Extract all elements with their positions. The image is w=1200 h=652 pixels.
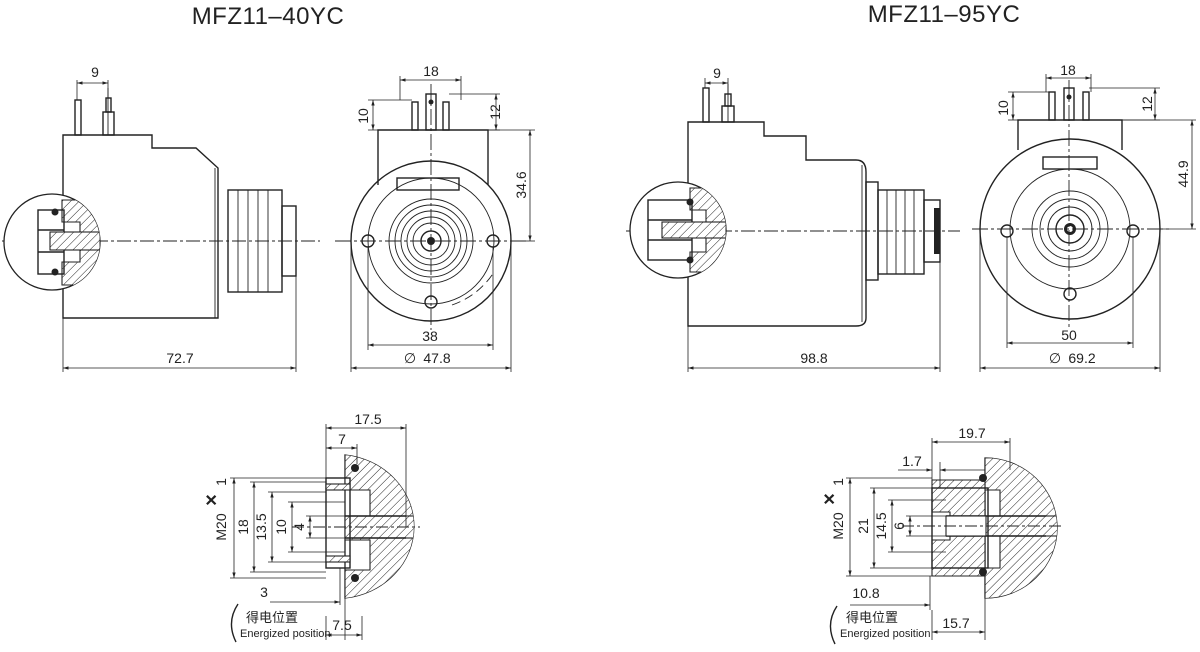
coil-40-front-dimensions: 18 10 12 34.6 38 ∅ 47.8	[350, 63, 535, 372]
detail-40-section	[292, 454, 420, 599]
dim-40-detail-17-5: 17.5	[354, 411, 381, 427]
dim-40-height: 34.6	[513, 171, 529, 198]
dim-95-detail-15-7: 15.7	[942, 615, 969, 631]
dim-40-detail-thread-mult: ×	[201, 494, 223, 506]
dim-95-detail-thread-pitch: 1	[830, 478, 846, 486]
coil-40-front-view	[335, 84, 528, 330]
dim-40-detail-phi10: 10	[273, 519, 289, 535]
coil-95-front-dimensions: 18 10 12 44.9 50 ∅ 69.2	[979, 62, 1196, 372]
dim-40-hole-spacing: 38	[422, 328, 438, 344]
coil-95-front-view	[972, 80, 1170, 330]
dim-95-detail-10-8: 10.8	[852, 585, 879, 601]
dim-40-detail-3: 3	[260, 584, 268, 600]
dim-40-detail-phi4: 4	[291, 523, 307, 531]
dim-95-detail-phi14-5: 14.5	[873, 512, 889, 539]
energized-label-en-40: Energized position	[240, 628, 331, 640]
dim-95-detail-thread: M20	[830, 512, 846, 539]
dim-40-length: 72.7	[166, 350, 193, 366]
dim-95-length: 98.8	[800, 350, 827, 366]
dim-95-diameter: 69.2	[1068, 350, 1095, 366]
dim-95-phi-symbol: ∅	[1049, 350, 1061, 366]
dim-95-hole-spacing: 50	[1061, 327, 1077, 343]
energized-label-en-95: Energized position	[840, 628, 931, 640]
dim-40-pin-width: 18	[423, 63, 439, 79]
dim-40-detail-thread-pitch: 1	[213, 478, 229, 486]
dim-40-pin-h12: 12	[487, 104, 503, 120]
energized-label-cn-95: 得电位置	[846, 610, 898, 626]
coil-95-side-detail-callout	[629, 181, 727, 279]
dim-95-detail-19-7: 19.7	[958, 425, 985, 441]
dim-95-pin-spacing: 9	[713, 65, 721, 81]
detail-95-dimensions: 19.7 1.7 M20 × 1 21 14.5 6 10.8 15.7 得电位…	[819, 425, 1011, 645]
coil-95-side-view	[626, 84, 960, 327]
dim-95-pin-h12: 12	[1139, 96, 1155, 112]
dim-95-detail-thread-mult: ×	[819, 493, 841, 505]
dim-95-pin-width: 18	[1060, 62, 1076, 78]
dim-40-detail-7-5: 7.5	[332, 617, 352, 633]
model-title-left: MFZ11–40YC	[192, 3, 345, 30]
dim-95-pin-h10: 10	[995, 100, 1011, 116]
coil-40-side-detail-callout	[3, 193, 101, 291]
dim-40-detail-7: 7	[338, 431, 346, 447]
dim-40-pin-h10: 10	[355, 108, 371, 124]
dim-95-height: 44.9	[1175, 160, 1191, 187]
coil-40-side-dimensions: 9 72.7	[62, 64, 297, 372]
dim-95-detail-1-7: 1.7	[902, 453, 922, 469]
dim-40-detail-phi18: 18	[235, 519, 251, 535]
dim-40-phi-symbol: ∅	[404, 350, 416, 366]
model-title-right: MFZ11–95YC	[868, 1, 1021, 28]
dim-40-detail-thread: M20	[213, 513, 229, 540]
detail-95-section	[902, 457, 1062, 599]
dim-40-diameter: 47.8	[423, 350, 450, 366]
coil-95-side-dimensions: 9 98.8	[687, 65, 941, 372]
detail-40-dimensions: 17.5 7 M20 × 1 18 13.5 10 4 3 7.5 得电	[201, 411, 407, 643]
energized-label-cn-40: 得电位置	[246, 610, 298, 626]
dim-40-detail-phi13-5: 13.5	[253, 513, 269, 540]
dim-40-pin-spacing: 9	[91, 64, 99, 80]
dim-95-detail-phi6: 6	[891, 522, 907, 530]
dim-95-detail-phi21: 21	[855, 518, 871, 534]
